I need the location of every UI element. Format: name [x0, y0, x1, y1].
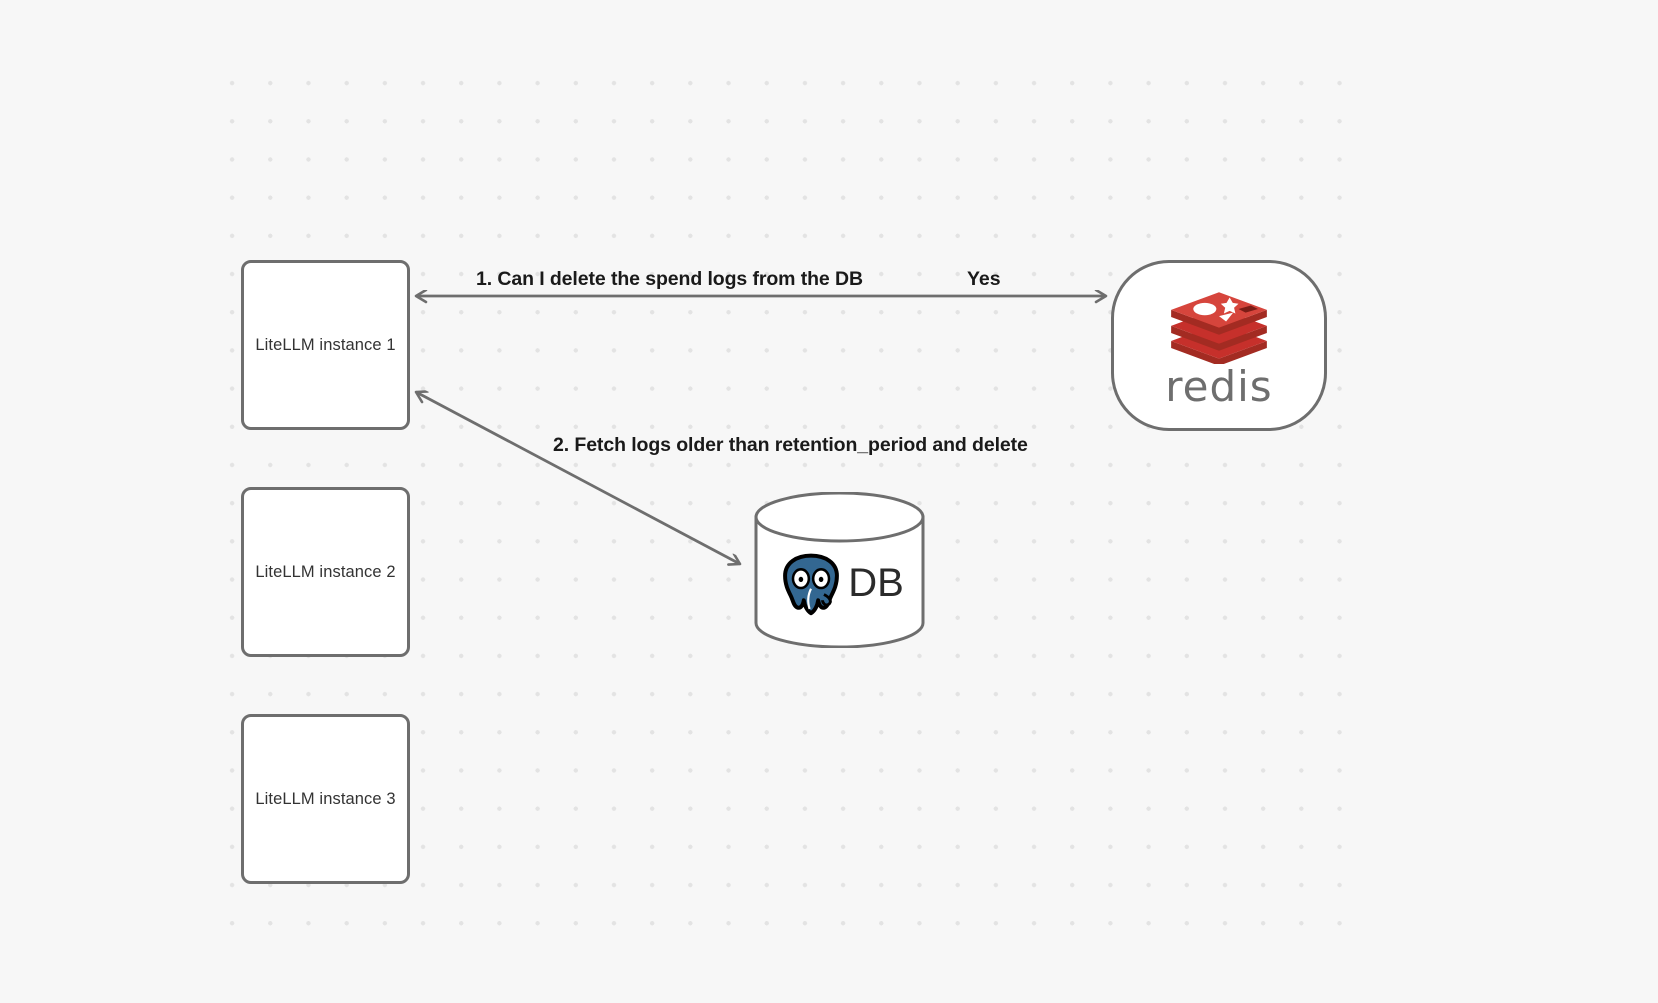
- edge-label-yes: Yes: [967, 268, 1001, 290]
- edge-label-step-1: 1. Can I delete the spend logs from the …: [476, 268, 863, 290]
- edge-label-step-2: 2. Fetch logs older than retention_perio…: [553, 434, 1028, 456]
- cylinder-shape: [754, 492, 925, 648]
- node-litellm-instance-2[interactable]: LiteLLM instance 2: [241, 487, 410, 657]
- db-label: DB: [848, 561, 904, 605]
- node-label: LiteLLM instance 2: [255, 562, 396, 581]
- node-database[interactable]: DB: [753, 492, 926, 648]
- postgresql-elephant-icon: [783, 553, 840, 616]
- node-label: LiteLLM instance 3: [255, 789, 396, 808]
- node-redis[interactable]: redis: [1111, 260, 1327, 431]
- node-litellm-instance-3[interactable]: LiteLLM instance 3: [241, 714, 410, 884]
- node-litellm-instance-1[interactable]: LiteLLM instance 1: [241, 260, 410, 430]
- edge-litellm1-db: [416, 392, 740, 564]
- node-label: LiteLLM instance 1: [255, 335, 396, 354]
- redis-logo-icon: [1165, 286, 1273, 366]
- redis-wordmark: redis: [1165, 361, 1273, 411]
